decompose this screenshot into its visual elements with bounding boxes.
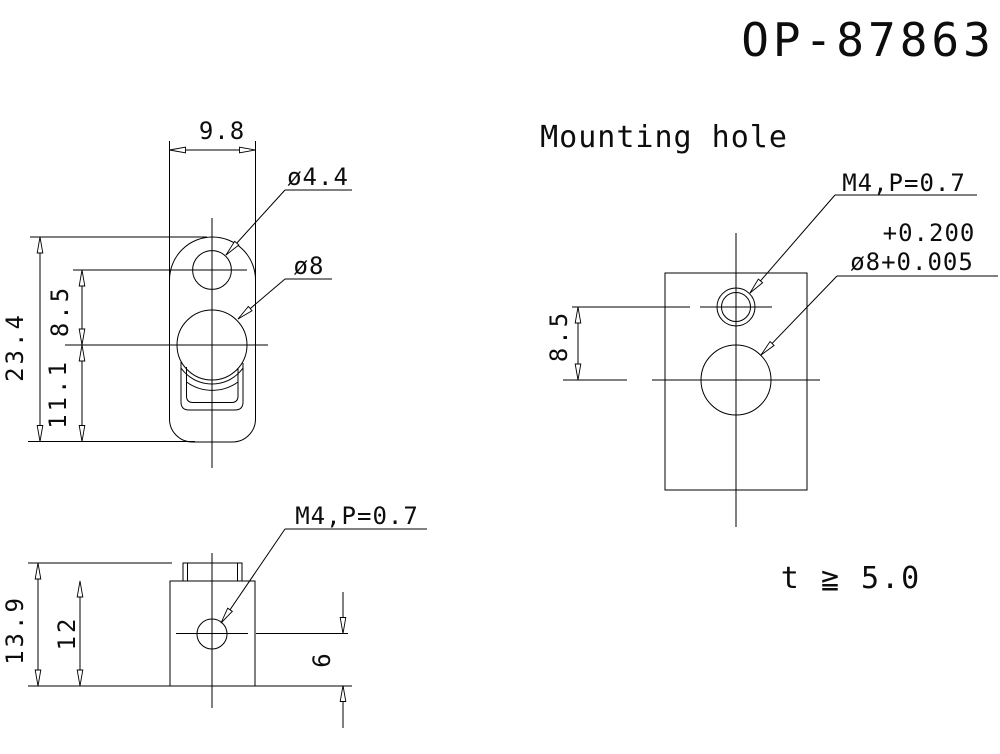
front-center-lines [65, 218, 268, 468]
mounting-extension-lines [563, 306, 690, 381]
label-text-dia-8-tolerance: ø8+0.005 [850, 248, 974, 276]
thickness-note: t ≧ 5.0 [780, 561, 922, 596]
label-text-dia-4-4: ø4.4 [287, 163, 349, 191]
dim-text-13-9: 13.9 [1, 595, 29, 665]
mounting-hole-drawing [563, 194, 998, 527]
side-extension-lines [28, 562, 352, 687]
side-center-lines [176, 553, 348, 708]
label-text-m4-side: M4,P=0.7 [295, 502, 419, 530]
mounting-leader-m4 [749, 194, 977, 294]
side-leader-m4 [220, 528, 427, 624]
dim-text-11-1: 11.1 [44, 359, 72, 429]
label-text-tolerance-upper: +0.200 [882, 219, 976, 247]
mounting-leader-dia8 [760, 275, 998, 356]
dim-text-8-5: 8.5 [46, 284, 74, 338]
front-leader-dia-8 [237, 278, 332, 320]
front-extension-lines [28, 141, 256, 442]
dim-text-12: 12 [53, 615, 81, 651]
side-view-drawing [28, 528, 427, 728]
front-view-drawing [28, 141, 352, 468]
mounting-hole-heading: Mounting hole [540, 120, 788, 155]
dim-text-6: 6 [308, 650, 336, 668]
dim-text-23-4: 23.4 [1, 312, 29, 382]
mounting-center-lines [652, 233, 820, 527]
part-number-title: OP-87863 [741, 13, 995, 67]
front-dimension-lines [36, 146, 256, 442]
label-text-m4-mounting: M4,P=0.7 [842, 169, 966, 197]
front-leader-dia-4-4 [225, 189, 352, 256]
side-dimension-lines [34, 562, 347, 728]
dim-text-9-8: 9.8 [198, 117, 246, 145]
dim-text-8-5-mounting: 8.5 [545, 309, 573, 363]
label-text-dia-8: ø8 [293, 252, 325, 280]
